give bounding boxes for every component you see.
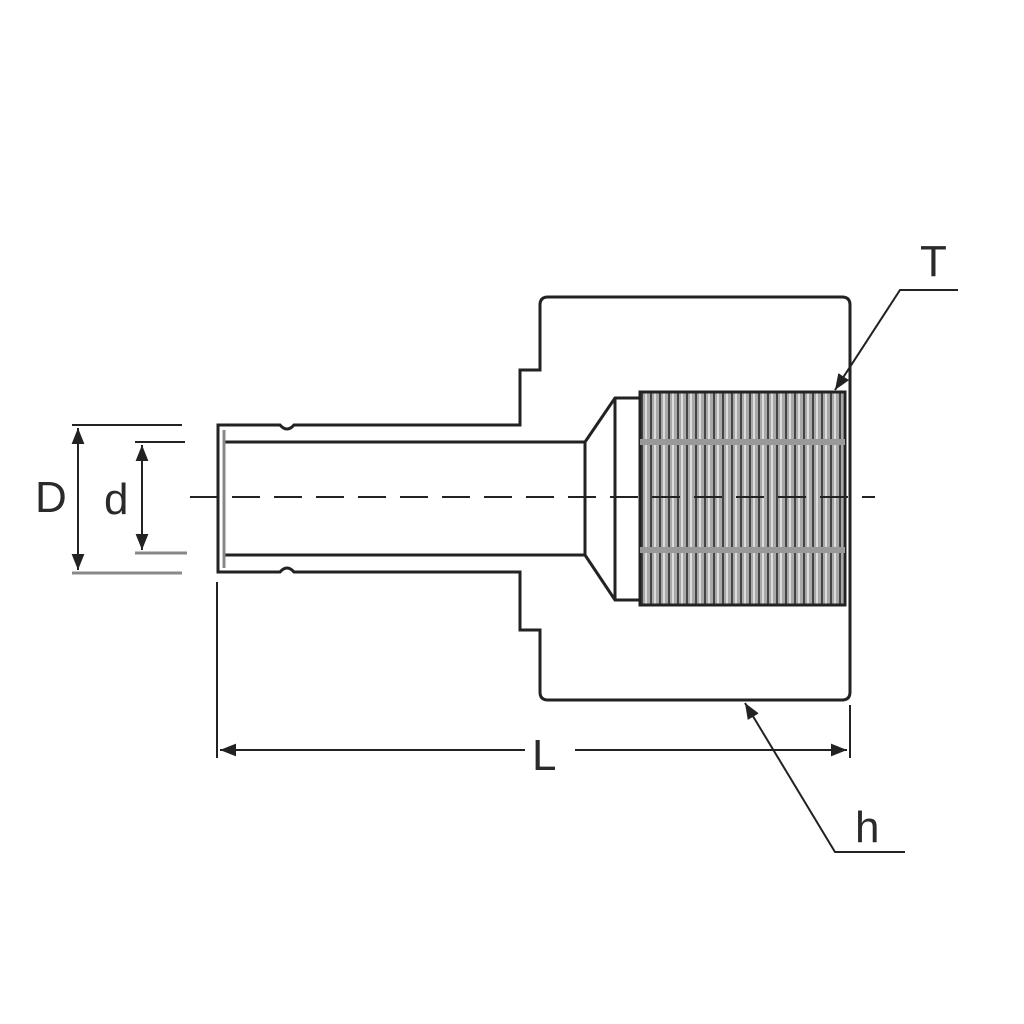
label-inner-diameter: d (104, 475, 128, 524)
thread-region (638, 390, 847, 607)
label-outer-diameter: D (35, 473, 67, 522)
label-length: L (532, 731, 556, 780)
label-hex: h (855, 803, 879, 852)
label-thread: T (920, 237, 947, 286)
body-outline (216, 295, 852, 702)
thread-leader (834, 289, 958, 391)
cone (583, 396, 640, 602)
hex-leader (744, 702, 905, 853)
